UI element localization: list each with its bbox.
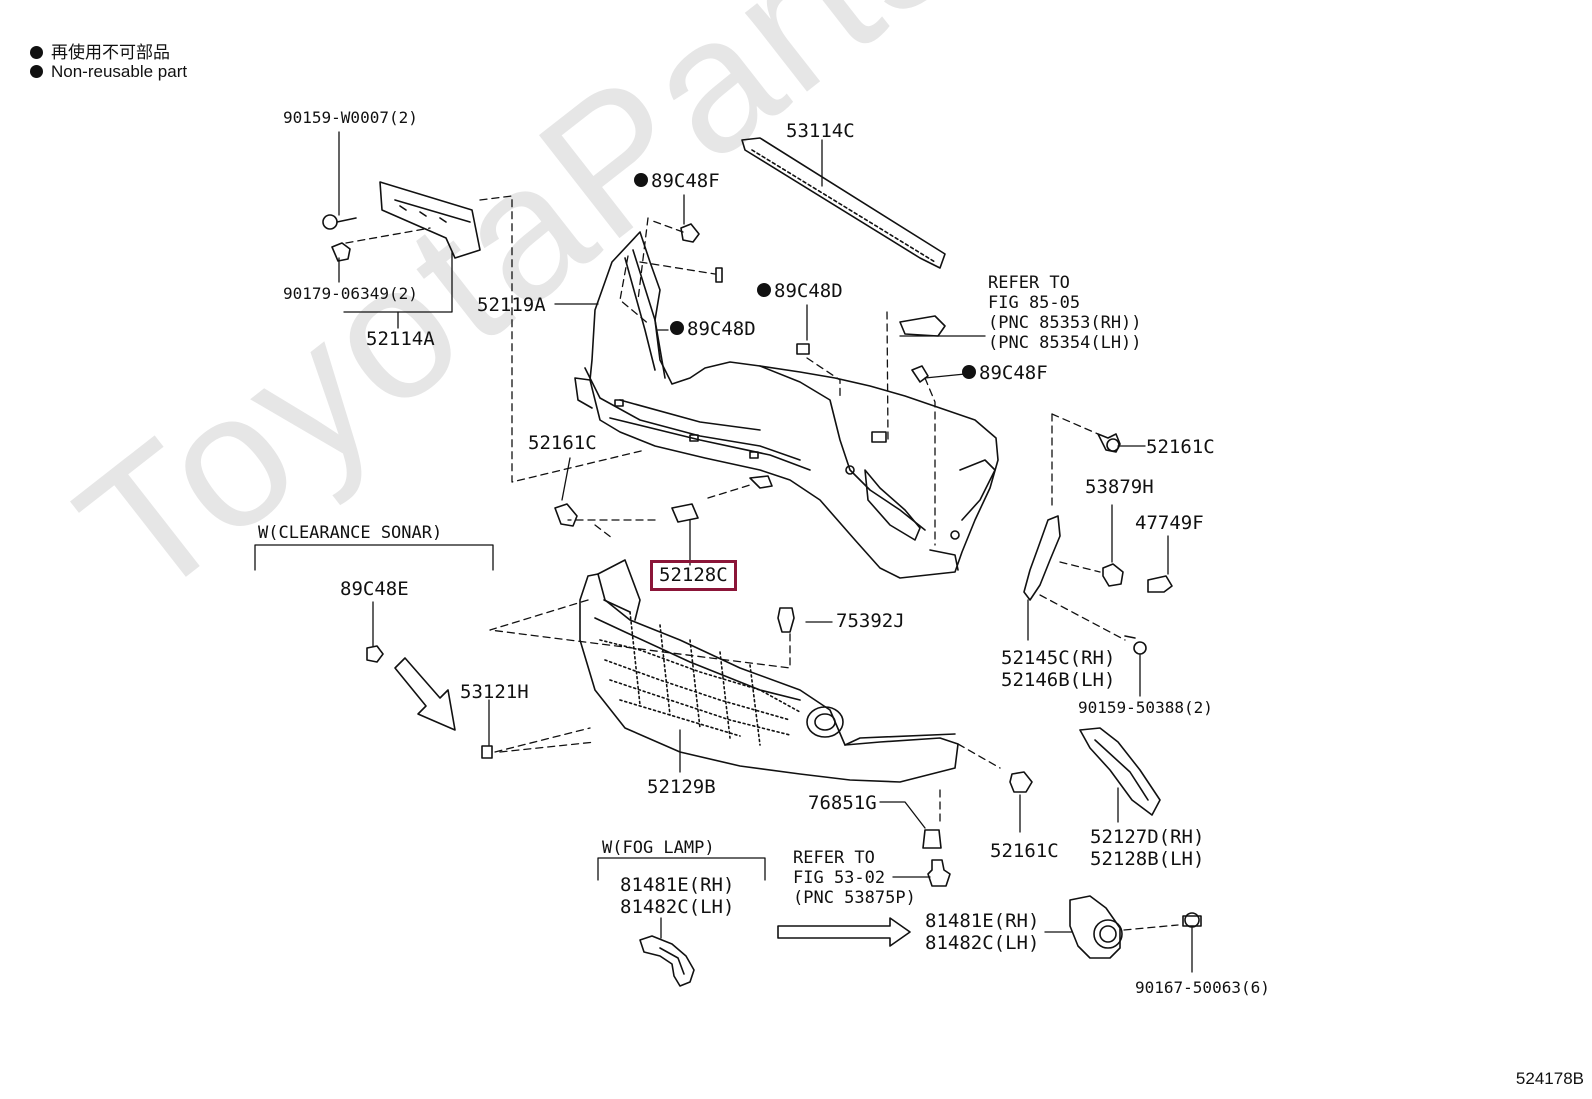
bumper-leaders xyxy=(554,194,986,566)
label-81481e-81482c-left: 81481E(RH) 81482C(LH) xyxy=(620,874,735,919)
legend-item-jp: 再使用不可部品 xyxy=(30,38,170,63)
label-89c48f-right-text: 89C48F xyxy=(979,362,1048,384)
label-53121h: 53121H xyxy=(460,681,529,703)
label-90167-50063: 90167-50063(6) xyxy=(1135,978,1270,997)
label-89c48f-top: 89C48F xyxy=(634,172,720,191)
non-reusable-dot-icon xyxy=(30,46,43,59)
label-fog-lamp-group: W(FOG LAMP) xyxy=(602,838,715,858)
diagram-id: 524178B xyxy=(1515,1069,1584,1088)
non-reusable-dot-icon xyxy=(670,321,684,335)
label-81481e-81482c-right: 81481E(RH) 81482C(LH) xyxy=(925,910,1040,955)
label-refer-fig-85-05: REFER TO FIG 85-05 (PNC 85353(RH)) (PNC … xyxy=(988,273,1142,354)
label-52161c-bottom: 52161C xyxy=(990,840,1059,862)
label-75392j: 75392J xyxy=(836,610,905,632)
license-bracket-drawing xyxy=(322,181,481,262)
label-52161c-right: 52161C xyxy=(1146,436,1215,458)
non-reusable-dot-icon xyxy=(30,65,43,78)
label-89c48f-right: 89C48F xyxy=(962,364,1048,383)
legend-label-en: Non-reusable part xyxy=(51,62,188,81)
label-52119a: 52119A xyxy=(477,294,546,316)
label-52161c-left: 52161C xyxy=(528,432,597,454)
label-89c48d-left-text: 89C48D xyxy=(687,318,756,340)
clip-75392j-drawing xyxy=(777,607,795,633)
label-76851g: 76851G xyxy=(808,792,877,814)
label-90159-w0007: 90159-W0007(2) xyxy=(283,108,418,127)
label-52145c-52146b: 52145C(RH) 52146B(LH) xyxy=(1001,647,1116,692)
label-89c48d-left: 89C48D xyxy=(670,320,756,339)
label-52129b: 52129B xyxy=(647,776,716,798)
label-89c48d-mid: 89C48D xyxy=(757,282,843,301)
label-89c48e: 89C48E xyxy=(340,578,409,600)
emblem-cover-drawing xyxy=(899,315,946,337)
center-bottom-parts xyxy=(892,829,951,887)
legend-item-en: Non-reusable part xyxy=(30,62,187,82)
label-refer-fig-53-02: REFER TO FIG 53-02 (PNC 53875P) xyxy=(793,848,916,909)
non-reusable-dot-icon xyxy=(757,283,771,297)
bumper-dashed-lines xyxy=(567,217,936,546)
lower-bumper-drawing xyxy=(579,559,959,783)
bracket-dashed-lines xyxy=(345,195,646,483)
label-52114a: 52114A xyxy=(366,328,435,350)
label-90179-06349: 90179-06349(2) xyxy=(283,284,418,303)
label-89c48d-mid-text: 89C48D xyxy=(774,280,843,302)
label-clearance-sonar-group: W(CLEARANCE SONAR) xyxy=(258,523,443,543)
label-53114c: 53114C xyxy=(786,120,855,142)
sonar-group-bracket xyxy=(254,544,494,731)
legend-label-jp: 再使用不可部品 xyxy=(51,43,170,62)
non-reusable-dot-icon xyxy=(962,365,976,379)
bumper-cover-drawing xyxy=(574,231,999,579)
label-47749f: 47749F xyxy=(1135,512,1204,534)
upper-moulding-drawing xyxy=(741,137,946,269)
bumper-clips xyxy=(554,223,929,527)
label-52128c-highlighted[interactable]: 52128C xyxy=(650,560,737,591)
label-90159-50388: 90159-50388(2) xyxy=(1078,698,1213,717)
foglamp-group-drawing xyxy=(597,857,1202,987)
label-89c48f-top-text: 89C48F xyxy=(651,170,720,192)
label-53879h: 53879H xyxy=(1085,476,1154,498)
lower-dashed-lines xyxy=(489,599,1001,825)
bracket-leaders xyxy=(338,131,453,329)
label-52127d-52128b: 52127D(RH) 52128B(LH) xyxy=(1090,826,1205,871)
non-reusable-dot-icon xyxy=(634,173,648,187)
part-53121h-drawing xyxy=(481,745,493,759)
right-side-parts xyxy=(1009,413,1173,833)
lower-leaders xyxy=(488,621,926,829)
